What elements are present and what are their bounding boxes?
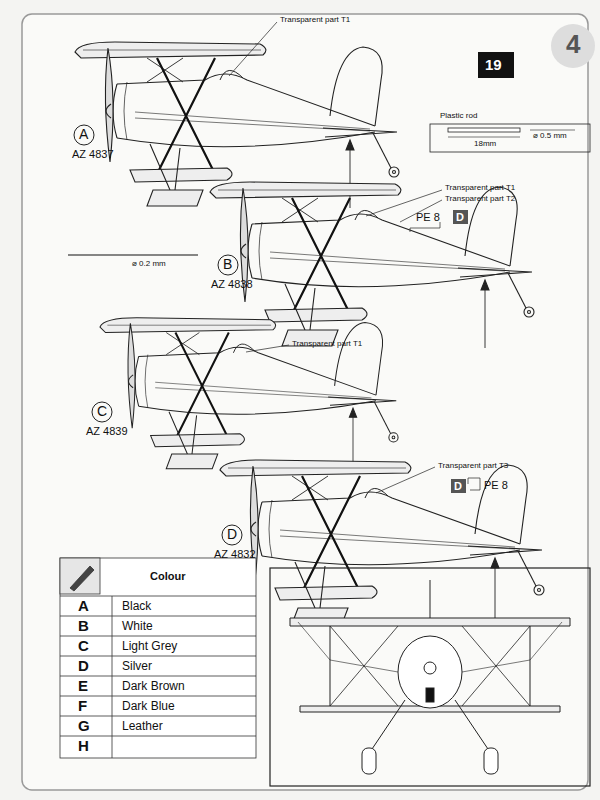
color-code: B: [78, 618, 89, 635]
version-letter: D: [227, 527, 237, 542]
version-code: AZ 4832: [214, 548, 256, 560]
version-code: AZ 4837: [72, 148, 114, 160]
page-frame: [22, 14, 588, 790]
plastic-rod: [430, 124, 590, 152]
step-number: 4: [566, 30, 580, 59]
part-label: PE 8: [484, 479, 508, 491]
color-name: Leather: [122, 720, 163, 733]
color-code: D: [456, 211, 464, 223]
part-label: Plastic rod: [440, 112, 477, 121]
part-label: Transparent part T1: [445, 184, 515, 193]
color-code: E: [78, 678, 88, 695]
wire: [68, 254, 198, 255]
version-circles: [74, 125, 242, 545]
leader-lines: [229, 22, 480, 493]
colour-table: [60, 558, 256, 758]
pe-box: [451, 479, 466, 493]
dimension: ⌀ 0.2 mm: [132, 260, 166, 269]
version-letter: A: [79, 127, 88, 142]
color-name: Dark Brown: [122, 680, 185, 693]
color-code: F: [78, 698, 87, 715]
version-code: AZ 4838: [211, 278, 253, 290]
version-letter: B: [223, 257, 232, 272]
color-name: Silver: [122, 660, 152, 673]
version-letter: C: [97, 404, 107, 419]
color-code: D: [454, 480, 462, 492]
part-label: Transparent part T1: [280, 16, 350, 25]
table-heading: Colour: [150, 570, 185, 582]
part-label: Transparent part T1: [292, 340, 362, 349]
front-view: [270, 568, 590, 786]
part-label: PE 8: [416, 211, 440, 223]
color-code: D: [78, 658, 89, 675]
biplane-d: [220, 460, 544, 626]
color-code: G: [78, 718, 90, 735]
color-name: White: [122, 620, 153, 633]
version-code: AZ 4839: [86, 425, 128, 437]
dimension: ⌀ 0.5 mm: [533, 132, 567, 141]
page-number: 19: [485, 57, 502, 74]
color-code: A: [78, 598, 89, 615]
color-name: Light Grey: [122, 640, 177, 653]
color-name: Dark Blue: [122, 700, 175, 713]
color-code: C: [78, 638, 89, 655]
part-label: Transparent part T2: [445, 195, 515, 204]
color-code: H: [78, 738, 89, 755]
page-tab: [551, 24, 595, 68]
step-box: [478, 52, 514, 78]
color-name: Black: [122, 600, 151, 613]
part-label: Transparent part T3: [438, 462, 508, 471]
biplane-c: [100, 318, 398, 471]
pe-box: [453, 210, 468, 224]
dimension: 18mm: [474, 140, 496, 149]
